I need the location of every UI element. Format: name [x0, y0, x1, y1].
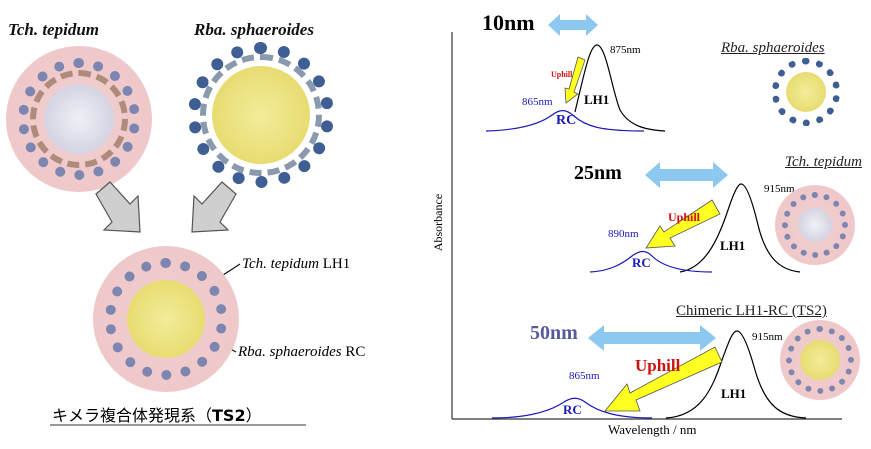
label-rc-text: RC	[345, 344, 366, 360]
species-label-2: Tch. tepidum	[785, 154, 862, 170]
down-left-arrow-icon	[191, 181, 237, 233]
species-label-1: Rba. sphaeroides	[721, 40, 825, 56]
rc-curve-2	[589, 250, 713, 273]
label-rc-species: Rba. sphaeroides	[238, 344, 342, 360]
gap-label-3: 50nm	[530, 322, 578, 344]
x-axis-label: Wavelength / nm	[608, 422, 697, 437]
uphill-label-2: Uphill	[668, 210, 701, 224]
uphill-label-1: Uphill	[551, 70, 573, 79]
lh1-curve-1	[574, 44, 666, 132]
rc-curve-1	[485, 110, 645, 132]
lh1-peak-label-2: 915nm	[764, 183, 795, 195]
lh1-peak-label-1: 875nm	[610, 44, 641, 56]
caption: キメラ複合体発現系（TS2）	[52, 402, 262, 426]
rc-peak-label-2: 890nm	[608, 228, 639, 240]
species-title-sphaeroides: Rba. sphaeroides	[194, 20, 314, 39]
rc-label-1: RC	[556, 113, 577, 128]
rc-curve-3	[491, 397, 653, 419]
uphill-label-3: Uphill	[635, 356, 681, 375]
label-rc: Rba. sphaeroides RC	[238, 344, 365, 361]
label-lh1-species: Tch. tepidum	[242, 256, 319, 272]
gap-label-2: 25nm	[574, 162, 622, 184]
rc-label-2: RC	[632, 255, 651, 270]
lh1-curve-2	[679, 183, 801, 273]
caption-bold: TS2	[212, 406, 246, 425]
species-label-3: Chimeric LH1-RC (TS2)	[676, 303, 827, 319]
lh1-peak-label-3: 915nm	[752, 331, 783, 343]
down-right-arrow-icon	[95, 181, 141, 233]
gap-label-1: 10nm	[482, 10, 535, 35]
uphill-arrow-2	[645, 199, 721, 249]
label-lh1: Tch. tepidum LH1	[242, 256, 350, 273]
lh1-label-2: LH1	[720, 238, 746, 253]
gap-arrow-2	[645, 162, 728, 188]
label-lh1-text: LH1	[322, 256, 351, 272]
rc-peak-label-3: 865nm	[569, 370, 600, 382]
merge-arrows	[50, 181, 306, 426]
uphill-arrow-3	[604, 346, 723, 412]
uphill-arrow-1	[564, 56, 586, 104]
lh1-label-3: LH1	[721, 386, 747, 401]
y-axis-label: Absorbance	[431, 193, 446, 252]
gap-arrow-1	[548, 14, 598, 36]
lh1-label-1: LH1	[584, 92, 610, 107]
lh1-curve-3	[665, 330, 807, 419]
gap-arrow-3	[588, 325, 716, 351]
caption-main: キメラ複合体発現系（	[52, 406, 213, 425]
rc-peak-label-1: 865nm	[522, 96, 553, 108]
species-title-tepidum: Tch. tepidum	[8, 20, 99, 39]
rc-label-3: RC	[563, 402, 582, 417]
caption-end: ）	[245, 406, 262, 425]
